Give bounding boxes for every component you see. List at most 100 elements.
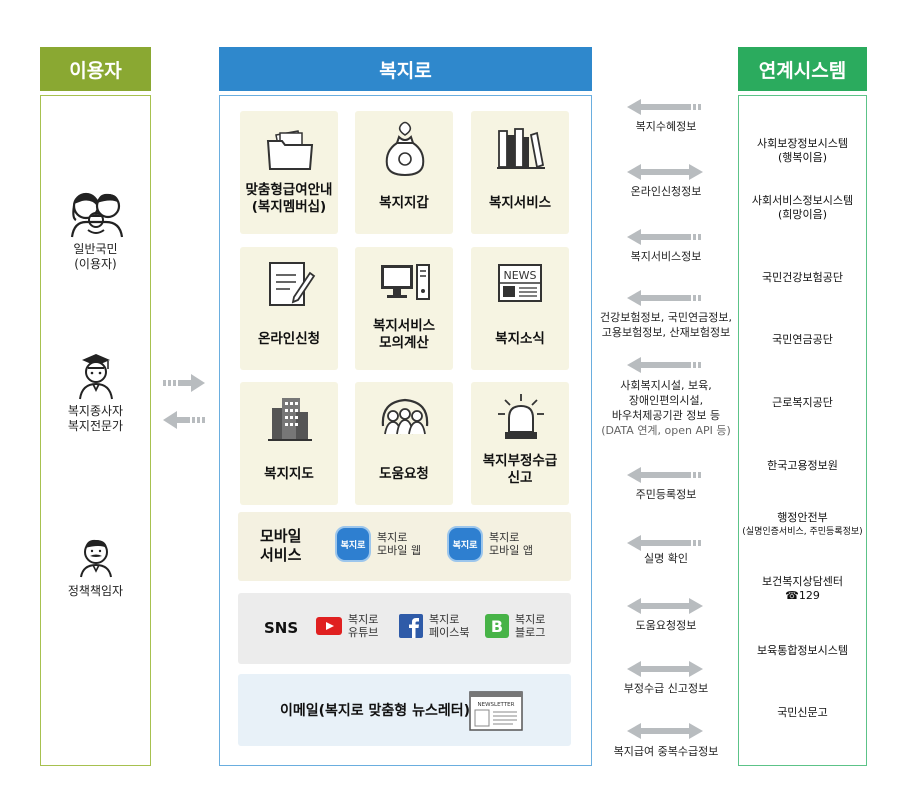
sns-band: SNS 복지로 유튜브 복지로 페이스북 B 복지로 블로그 — [238, 593, 571, 664]
books-icon — [497, 128, 545, 169]
tile-service-simulation[interactable]: 복지서비스 모의계산 — [355, 247, 453, 370]
bokjiro-app-icon: 복지로 — [335, 526, 371, 562]
tile-label-line2: 신고 — [507, 470, 533, 486]
tile-label-line2: (복지멤버십) — [251, 199, 327, 215]
flow-label-help-request-info: 도움요청정보 — [635, 619, 697, 632]
user-welfare-worker: 복지종사자 복지전문가 — [40, 352, 151, 434]
blog-link[interactable]: B 복지로 블로그 — [485, 613, 545, 639]
system-epeople: 국민신문고 — [777, 706, 828, 719]
email-newsletter-label: 이메일(복지로 맞춤형 뉴스레터) — [280, 703, 470, 719]
tile-customized-benefits[interactable]: 맞춤형급여안내 (복지멤버십) — [240, 111, 338, 234]
newsletter-window-icon: NEWSLETTER — [469, 691, 523, 731]
tile-online-application[interactable]: 온라인신청 — [240, 247, 338, 370]
user-label-line2: 복지전문가 — [67, 419, 124, 433]
user-policy-maker: 정책책임자 — [40, 538, 151, 599]
user-label-line2: (이용자) — [74, 257, 117, 271]
linked-systems-header: 연계시스템 — [738, 47, 867, 91]
flow-left-arrow-icon — [627, 357, 701, 373]
tile-label-line1: 도움요청 — [379, 466, 429, 482]
chip-line1: 복지로 — [489, 531, 520, 544]
flow-label-real-name-check: 실명 확인 — [644, 552, 688, 565]
user-label-line1: 일반국민 — [73, 242, 118, 256]
bokjiro-to-users-arrow-icon — [163, 411, 205, 429]
system-welfare-call-center: 보건복지상담센터 ☎129 — [762, 575, 843, 602]
system-employment-info: 한국고용정보원 — [767, 459, 838, 472]
graduate-icon — [78, 354, 113, 400]
flow-label-online-application-info: 온라인신청정보 — [630, 185, 702, 198]
flow-label-fraud-report-info: 부정수급 신고정보 — [623, 682, 709, 695]
chip-line2: 유튜브 — [348, 626, 379, 639]
linked-systems-column — [738, 95, 867, 766]
chip-line2: 모바일 웹 — [377, 544, 421, 557]
youtube-icon — [316, 617, 342, 635]
youtube-link[interactable]: 복지로 유튜브 — [316, 613, 378, 639]
bokjiro-app-icon: 복지로 — [447, 526, 483, 562]
bokjiro-header: 복지로 — [219, 47, 592, 91]
chip-line2: 페이스북 — [429, 626, 470, 639]
svg-text:NEWS: NEWS — [503, 269, 536, 282]
mobile-web-link[interactable]: 복지로 복지로 모바일 웹 — [335, 526, 421, 562]
flow-both-arrow-icon — [627, 723, 703, 739]
flow-label-facility-info: 사회복지시설, 보육, 장애인편의시설, 바우처제공기관 정보 등 (DATA … — [601, 379, 731, 437]
system-national-pension: 국민연금공단 — [772, 333, 833, 346]
system-workers-welfare: 근로복지공단 — [772, 396, 833, 409]
email-newsletter-band: 이메일(복지로 맞춤형 뉴스레터) NEWSLETTER — [238, 674, 571, 746]
tile-fraud-report[interactable]: 복지부정수급 신고 — [471, 382, 569, 505]
chip-line2: 블로그 — [515, 626, 546, 639]
mobile-app-link[interactable]: 복지로 복지로 모바일 앱 — [447, 526, 533, 562]
blog-icon: B — [485, 614, 509, 638]
man-with-mustache-icon — [79, 539, 112, 578]
mobile-service-title: 모바일 서비스 — [260, 527, 302, 564]
system-social-security: 사회보장정보시스템 (행복이음) — [756, 137, 849, 164]
flow-label-benefit-info: 복지수혜정보 — [635, 120, 697, 133]
flow-left-arrow-icon — [627, 229, 701, 245]
flow-left-arrow-icon — [627, 535, 701, 551]
system-interior-safety: 행정안전부 (실명인증서비스, 주민등록정보) — [742, 511, 863, 537]
tile-label-line1: 맞춤형급여안내 — [245, 182, 333, 198]
system-social-service: 사회서비스정보시스템 (희망이음) — [751, 194, 854, 221]
flow-label-resident-registration: 주민등록정보 — [635, 488, 697, 501]
tile-label-line1: 복지부정수급 — [482, 453, 558, 469]
tile-label-line1: 복지서비스 — [372, 318, 436, 334]
flow-label-insurance-info: 건강보험정보, 국민연금정보, 고용보험정보, 산재보험정보 — [600, 311, 732, 339]
tile-welfare-news[interactable]: NEWS 복지소식 — [471, 247, 569, 370]
flow-both-arrow-icon — [627, 661, 703, 677]
system-health-insurance: 국민건강보험공단 — [762, 271, 843, 284]
mobile-service-band: 모바일 서비스 복지로 복지로 모바일 웹 복지로 복지로 모바일 앱 — [238, 512, 571, 581]
facebook-icon — [399, 614, 423, 638]
computer-icon — [381, 264, 430, 300]
facebook-link[interactable]: 복지로 페이스북 — [399, 613, 469, 639]
flow-left-arrow-icon — [627, 99, 701, 115]
money-bag-icon — [385, 121, 425, 177]
tile-label-line2: 모의계산 — [379, 335, 429, 351]
tile-label-line1: 복지소식 — [495, 331, 545, 347]
chip-line1: 복지로 — [377, 531, 408, 544]
folder-icon — [266, 130, 314, 170]
user-general-public: 일반국민 (이용자) — [40, 190, 151, 272]
tile-welfare-service[interactable]: 복지서비스 — [471, 111, 569, 234]
people-icon — [381, 398, 429, 435]
flow-both-arrow-icon — [627, 164, 703, 180]
sns-title: SNS — [264, 619, 299, 637]
tile-help-request[interactable]: 도움요청 — [355, 382, 453, 505]
flow-left-arrow-icon — [627, 290, 701, 306]
users-to-bokjiro-arrow-icon — [163, 374, 205, 392]
flow-label-duplicate-benefit-info: 복지급여 중복수급정보 — [613, 745, 719, 758]
form-pencil-icon — [269, 262, 316, 306]
siren-icon — [498, 394, 544, 439]
tile-welfare-map[interactable]: 복지지도 — [240, 382, 338, 505]
newsletter-text: NEWSLETTER — [478, 702, 515, 708]
tile-welfare-wallet[interactable]: 복지지갑 — [355, 111, 453, 234]
chip-line1: 복지로 — [515, 613, 546, 626]
system-childcare-info: 보육통합정보시스템 — [756, 644, 849, 657]
news-icon: NEWS — [498, 264, 542, 302]
flow-left-arrow-icon — [627, 467, 701, 483]
chip-line1: 복지로 — [348, 613, 379, 626]
family-icon — [70, 192, 123, 238]
flow-label-service-info: 복지서비스정보 — [630, 250, 702, 263]
app-icon-text: 복지로 — [453, 539, 479, 551]
chip-line2: 모바일 앱 — [489, 544, 533, 557]
tile-label-line1: 복지서비스 — [488, 195, 552, 211]
tile-label-line1: 복지지갑 — [379, 195, 429, 211]
app-icon-text: 복지로 — [341, 539, 367, 551]
